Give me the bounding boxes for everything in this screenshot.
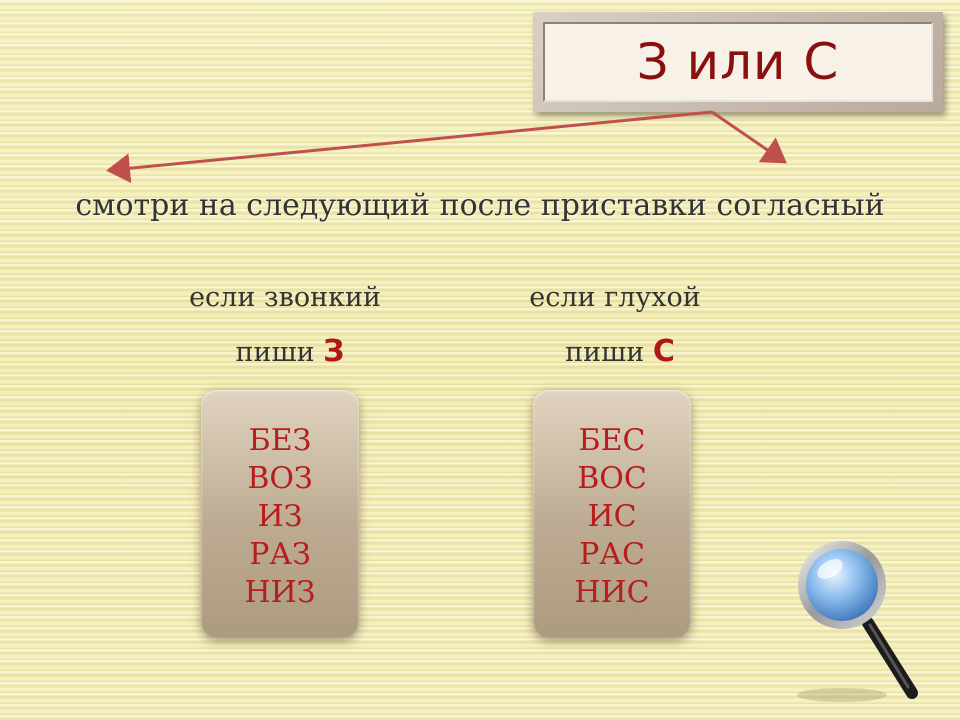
list-item: НИС bbox=[574, 575, 650, 610]
list-item: РАЗ bbox=[249, 537, 311, 572]
right-rule: пиши С bbox=[510, 334, 730, 369]
list-item: ИС bbox=[587, 499, 637, 534]
page-title: З или С bbox=[636, 33, 840, 91]
list-item: РАС bbox=[579, 537, 645, 572]
left-write-letter: З bbox=[323, 334, 345, 369]
magnifying-glass-icon bbox=[797, 541, 918, 702]
list-item: НИЗ bbox=[244, 575, 316, 610]
instruction-text: смотри на следующий после приставки согл… bbox=[75, 188, 885, 223]
right-write-letter: С bbox=[652, 334, 675, 369]
left-condition: если звонкий bbox=[189, 282, 381, 313]
list-item: ИЗ bbox=[257, 499, 303, 534]
list-item: ВОС bbox=[577, 461, 647, 496]
title-frame: З или С bbox=[533, 12, 943, 112]
list-item: БЕЗ bbox=[248, 423, 312, 458]
right-condition: если глухой bbox=[529, 282, 701, 313]
left-rule: пиши З bbox=[180, 334, 400, 369]
arrow-left bbox=[106, 110, 713, 184]
list-item: ВОЗ bbox=[247, 461, 313, 496]
title-panel: З или С bbox=[543, 22, 933, 102]
arrow-right bbox=[711, 110, 787, 164]
voiceless-prefix-card: БЕС ВОС ИС РАС НИС bbox=[533, 390, 691, 638]
right-write-word: пиши bbox=[565, 337, 645, 368]
left-write-word: пиши bbox=[235, 337, 315, 368]
list-item: БЕС bbox=[578, 423, 646, 458]
voiced-prefix-card: БЕЗ ВОЗ ИЗ РАЗ НИЗ bbox=[201, 390, 359, 638]
